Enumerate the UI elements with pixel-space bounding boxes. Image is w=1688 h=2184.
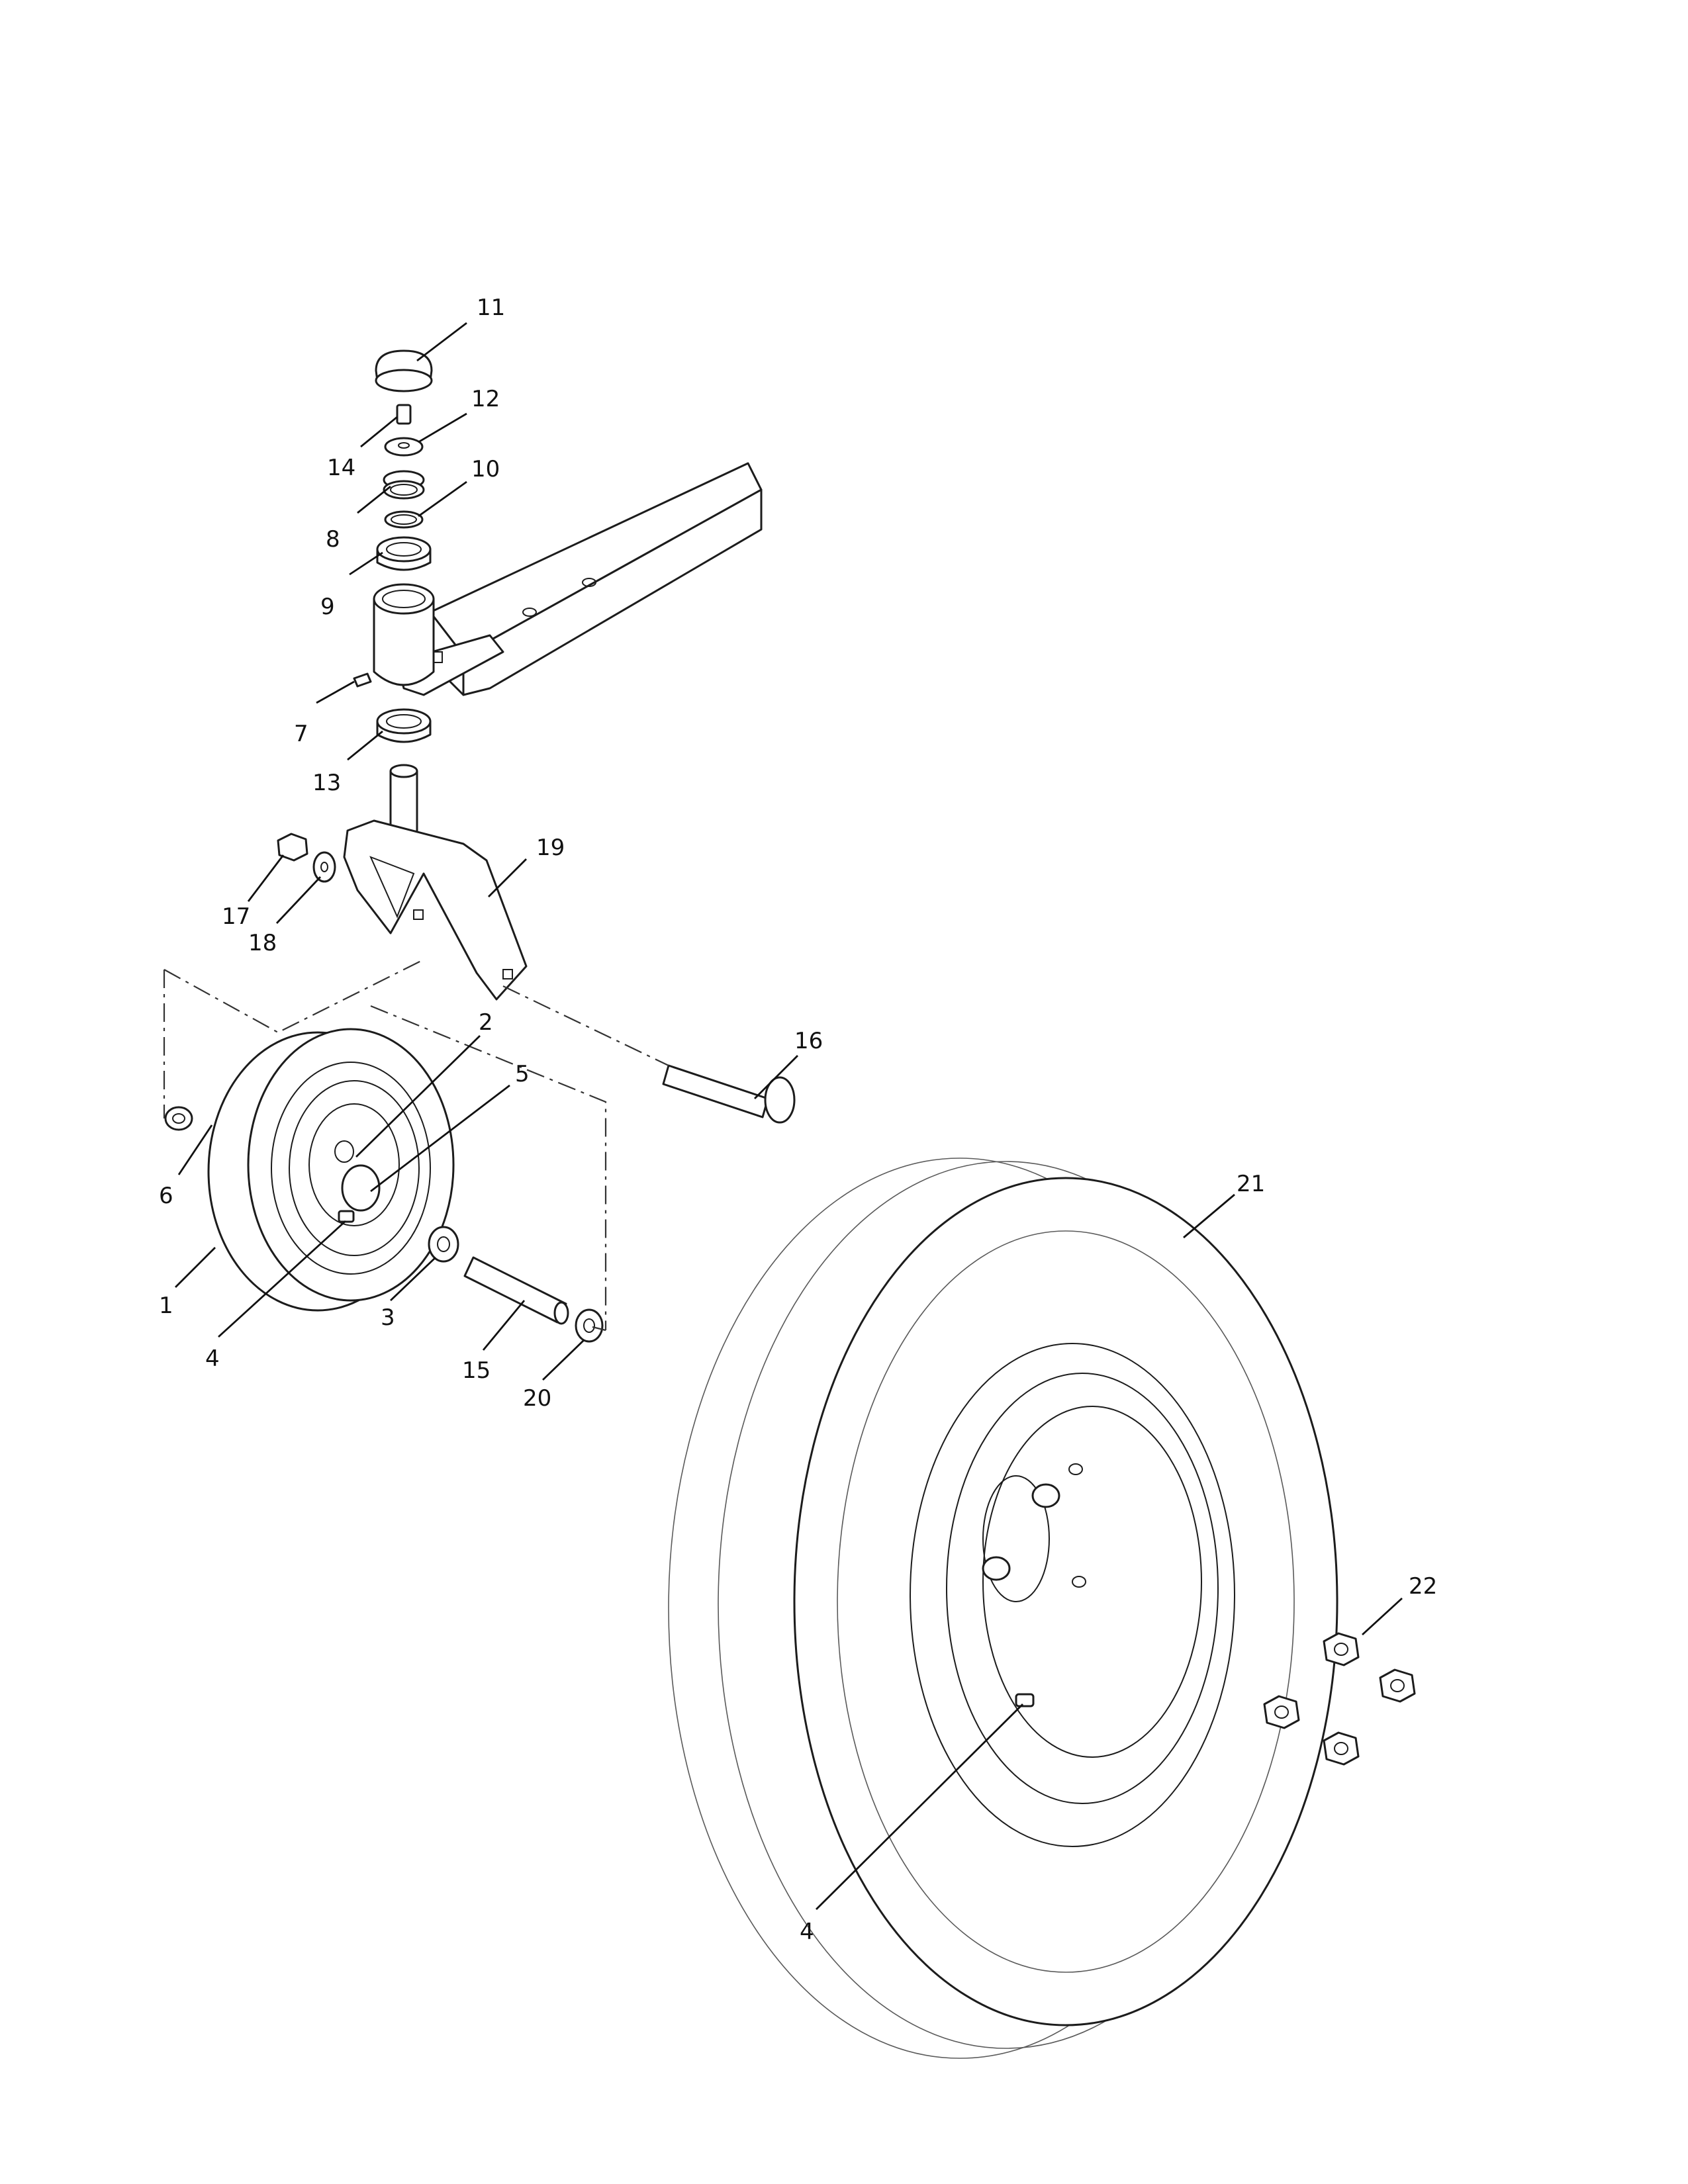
callout-11: 11 [477, 295, 505, 321]
grease-fitting-top-part [396, 404, 412, 425]
leader-lines [175, 322, 1403, 1910]
callout-7: 7 [294, 721, 308, 747]
callout-4-caster: 4 [205, 1345, 220, 1372]
callout-18: 18 [248, 930, 277, 956]
caster-fork [343, 764, 528, 1001]
callout-labels: 11 12 14 10 8 9 7 13 19 17 18 2 5 16 6 1… [159, 295, 1437, 1945]
drive-wheel-assembly [668, 1158, 1338, 2059]
bearing-9-part [376, 536, 432, 571]
nut-17-part [277, 833, 308, 862]
bearing-13-part [376, 708, 432, 743]
callout-14: 14 [327, 455, 355, 481]
lug-nut-3 [1263, 1695, 1300, 1729]
callout-3: 3 [381, 1304, 395, 1331]
spindle-housing [373, 583, 435, 686]
callout-15: 15 [462, 1357, 491, 1384]
callout-20: 20 [523, 1385, 551, 1412]
lug-nut-1 [1323, 1632, 1360, 1666]
lug-nuts-22 [1263, 1632, 1416, 1766]
washer-12-part [384, 437, 424, 457]
callout-13: 13 [312, 770, 341, 796]
spacer-20-part [575, 1308, 604, 1343]
callout-16: 16 [794, 1028, 823, 1054]
lug-nut-2 [1379, 1668, 1416, 1703]
callout-17: 17 [222, 903, 250, 930]
callout-10: 10 [471, 456, 500, 482]
callout-22: 22 [1409, 1573, 1437, 1600]
grease-fitting-7-part [353, 672, 372, 688]
callout-12: 12 [471, 386, 500, 412]
caster-wheel-assembly [207, 1028, 455, 1312]
callout-4-drive: 4 [800, 1919, 814, 1945]
ring-10-part [384, 510, 424, 529]
lug-nut-4 [1323, 1731, 1360, 1766]
spacer-3-part [428, 1226, 459, 1263]
callout-21: 21 [1237, 1171, 1265, 1197]
spacer-6-part [164, 1106, 193, 1131]
axle-tube-15-part [463, 1256, 569, 1325]
callout-19: 19 [536, 835, 565, 861]
callout-2: 2 [479, 1009, 493, 1036]
callout-9: 9 [320, 594, 335, 620]
callout-1: 1 [159, 1293, 173, 1319]
frame-arm [396, 462, 763, 696]
callout-8: 8 [326, 526, 340, 553]
callout-5: 5 [515, 1061, 530, 1087]
seal-8-part [383, 470, 425, 500]
callout-6: 6 [159, 1183, 173, 1209]
axle-bolt-16-part [662, 1064, 796, 1124]
washer-18-part [312, 851, 336, 883]
